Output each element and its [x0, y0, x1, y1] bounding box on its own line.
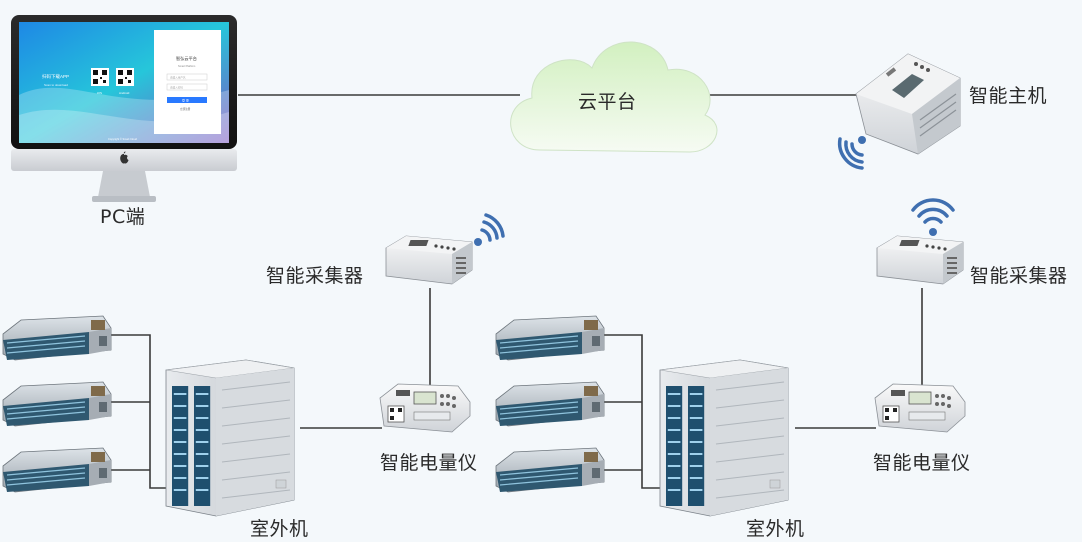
indoor-unit-right-3	[495, 447, 605, 493]
password-field[interactable]	[166, 83, 208, 91]
qr-code-ios	[91, 68, 109, 86]
login-subtitle: Smart Platform	[178, 64, 195, 68]
login-button-label: 登 录	[182, 98, 189, 103]
indoor-unit-right-1	[495, 315, 605, 361]
screen-footer: Copyright © Smart Cloud	[108, 137, 137, 141]
pc-monitor: 扫码下载APP Scan to download iOS Android 智弘云…	[11, 15, 237, 202]
meter-right-device	[874, 383, 966, 433]
qr-caption-android: Android	[119, 91, 130, 95]
outdoor-right-label: 室外机	[746, 518, 805, 540]
outdoor-left-label: 室外机	[250, 518, 309, 540]
collector-right-label: 智能采集器	[970, 265, 1068, 287]
meter-right-label: 智能电量仪	[873, 452, 971, 474]
smart-host-device	[855, 53, 961, 155]
pc-label: PC端	[100, 206, 145, 228]
collector-right-device	[876, 235, 964, 285]
outdoor-unit-left	[166, 360, 294, 516]
indoor-unit-left-3	[2, 447, 112, 493]
wifi-icon	[474, 213, 505, 246]
indoor-unit-left-1	[2, 315, 112, 361]
qr-caption-ios: iOS	[97, 91, 102, 95]
pc-download-label: 扫码下载APP	[42, 73, 69, 80]
password-placeholder: 请输入密码	[170, 86, 183, 90]
outdoor-unit-right	[660, 360, 788, 516]
collector-left-device	[385, 235, 473, 285]
username-field[interactable]	[166, 73, 208, 81]
connection-lines	[110, 94, 923, 489]
wifi-icon	[837, 136, 866, 170]
indoor-unit-left-2	[2, 381, 112, 427]
link-indoor-outdoor-left	[110, 334, 170, 489]
wifi-icon	[911, 198, 955, 236]
link-indoor-outdoor-right	[603, 334, 662, 489]
meter-left-device	[379, 383, 471, 433]
meter-left-label: 智能电量仪	[380, 452, 478, 474]
username-placeholder: 请输入用户名	[170, 76, 186, 80]
cloud-label: 云平台	[578, 91, 637, 113]
apple-icon	[120, 151, 129, 164]
indoor-unit-right-2	[495, 381, 605, 427]
pc-download-sub: Scan to download	[44, 83, 68, 87]
login-title: 智弘云平台	[176, 55, 197, 62]
qr-code-android	[116, 68, 134, 86]
login-button[interactable]	[167, 97, 207, 103]
cloud-platform-node	[510, 41, 718, 153]
collector-left-label: 智能采集器	[266, 265, 364, 287]
register-link: 立即注册	[180, 107, 191, 111]
host-label: 智能主机	[969, 85, 1047, 107]
